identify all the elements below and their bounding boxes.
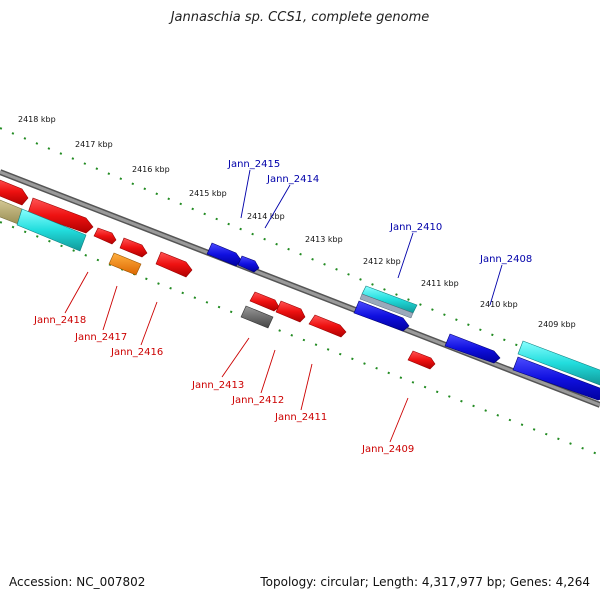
gene-arrow-blue [353,300,410,332]
gene-arrow-red [308,314,347,338]
rna-box-cyan [517,340,600,386]
kbp-label: 2414 kbp [247,212,285,221]
gene-label: Jann_2409 [361,444,414,455]
kbp-label: 2416 kbp [132,165,170,174]
kbp-label: 2412 kbp [363,257,401,266]
gene-arrow-blue [206,242,242,267]
gene-arrow-red [93,227,117,245]
gene-box-gray [240,305,274,329]
gene-box-gray [359,293,414,319]
gene-features [0,179,600,401]
kbp-label: 2415 kbp [189,189,227,198]
map-title: Jannaschia sp. CCS1, complete genome [170,10,430,25]
label-leaders-top [240,169,503,306]
gene-label: Jann_2412 [231,395,284,406]
kbp-label: 2410 kbp [480,300,518,309]
rna-box-cyan [16,208,87,252]
genome-backbone [0,169,600,408]
accession-text: Accession: NC_007802 [9,575,146,589]
gene-label: Jann_2411 [274,412,327,423]
gene-label: Jann_2413 [191,380,244,391]
gene-label: Jann_2418 [33,315,86,326]
kbp-label: 2413 kbp [305,235,343,244]
gene-arrow-red [249,291,280,312]
gene-label: Jann_2416 [110,347,163,358]
gene-labels-top: Jann_2415 Jann_2414 Jann_2410 Jann_2408 [227,159,532,265]
gene-label: Jann_2408 [479,254,532,265]
gene-labels-bottom: Jann_2418 Jann_2417 Jann_2416 Jann_2413 … [33,315,414,455]
kbp-label: 2417 kbp [75,140,113,149]
topology-text: Topology: circular; Length: 4,317,977 bp… [260,575,590,589]
gene-label: Jann_2415 [227,159,280,170]
kbp-label: 2409 kbp [538,320,576,329]
gene-arrow-red [155,251,193,278]
gene-box-orange [108,252,142,276]
gene-arrow-red [119,237,148,258]
kbp-labels: 2418 kbp 2417 kbp 2416 kbp 2415 kbp 2414… [18,115,576,329]
gene-arrow-red [407,350,436,370]
gene-arrow-blue [237,255,260,273]
gene-label: Jann_2410 [389,222,442,233]
gene-arrow-red [275,300,306,323]
gene-label: Jann_2414 [266,174,319,185]
kbp-label: 2411 kbp [421,279,459,288]
outer-scale-ticks [0,127,600,381]
gene-arrow-red [27,197,94,234]
gene-label: Jann_2417 [74,332,127,343]
kbp-label: 2418 kbp [18,115,56,124]
gene-arrow-blue [444,333,501,364]
gene-arrow-red [0,179,29,206]
gene-arrow-blue [512,356,600,401]
label-leaders-bottom [64,271,409,443]
